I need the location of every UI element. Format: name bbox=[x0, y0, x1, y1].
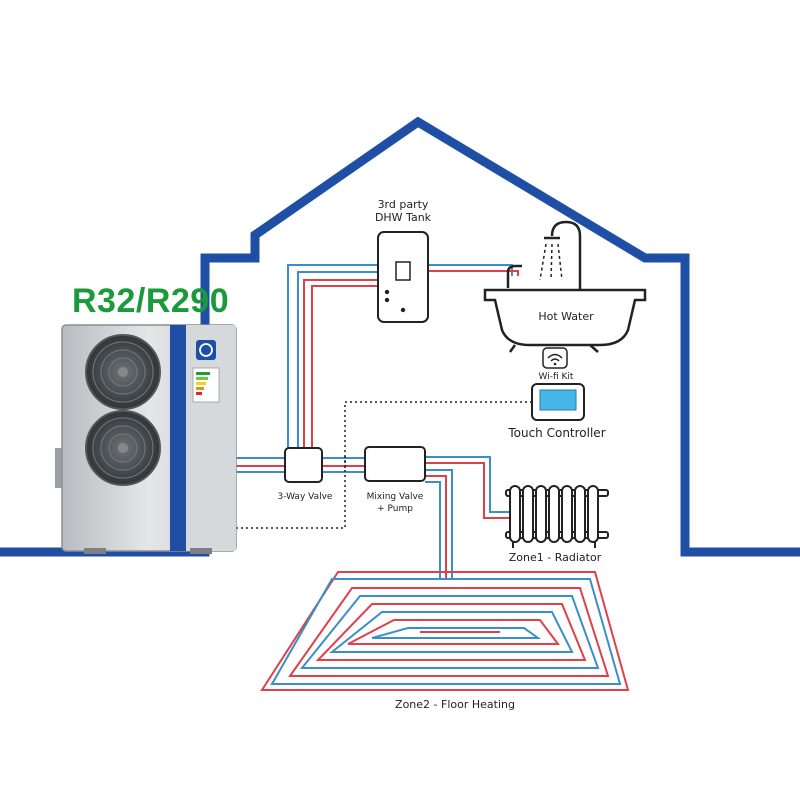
mixing-valve-box bbox=[364, 446, 426, 482]
mixing-valve-label-line2: + Pump bbox=[377, 504, 413, 514]
control-wiring bbox=[236, 401, 535, 529]
hot-water-label: Hot Water bbox=[538, 310, 594, 323]
mixing-valve-label-line1: Mixing Valve bbox=[367, 492, 424, 502]
refrigerant-label: R32/R290 bbox=[72, 282, 230, 320]
brand-logo-icon bbox=[196, 340, 216, 360]
zone2-label: Zone2 - Floor Heating bbox=[395, 698, 515, 711]
three-way-valve-label: 3-Way Valve bbox=[278, 492, 333, 502]
radiator-pipes bbox=[425, 456, 512, 519]
fan-icon bbox=[85, 334, 161, 410]
three-way-valve-box bbox=[284, 447, 323, 483]
wifi-kit-label: Wi-fi Kit bbox=[539, 372, 574, 382]
floor-heating-coil bbox=[260, 571, 630, 691]
bathtub-icon bbox=[483, 264, 647, 353]
dhw-tank-icon bbox=[377, 231, 429, 323]
touch-controller-label: Touch Controller bbox=[507, 426, 605, 440]
heat-pump-unit bbox=[55, 324, 237, 554]
supply-pipes bbox=[235, 457, 365, 473]
dhw-tank-label-line2: DHW Tank bbox=[375, 211, 432, 224]
dhw-tank-label-line1: 3rd party bbox=[378, 198, 429, 211]
shower-icon bbox=[539, 220, 582, 290]
tank-pipes bbox=[287, 264, 519, 458]
wifi-icon bbox=[542, 347, 568, 369]
fan-icon bbox=[85, 410, 161, 486]
energy-label-icon bbox=[192, 367, 220, 403]
zone1-label: Zone1 - Radiator bbox=[509, 551, 602, 564]
radiator-icon bbox=[505, 485, 609, 548]
floor-feed-pipes bbox=[425, 469, 453, 578]
controller-icon bbox=[531, 383, 585, 421]
